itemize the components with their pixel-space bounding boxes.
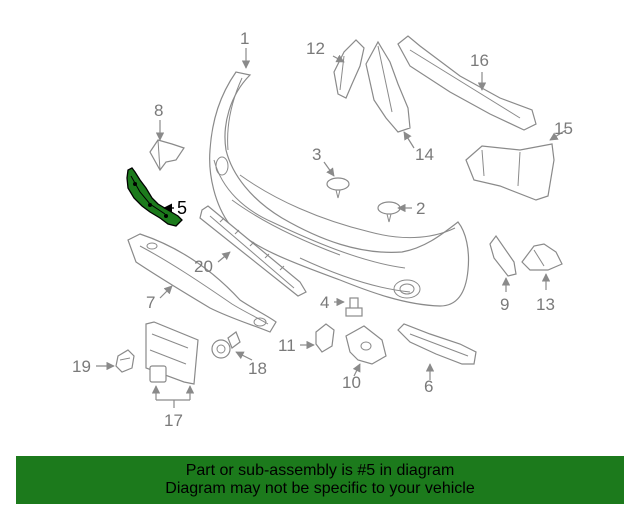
bolt-part-19[interactable] [115, 349, 135, 373]
bracket-part-11[interactable] [315, 323, 335, 353]
clip-part-2[interactable] [377, 201, 401, 223]
label-7: 7 [146, 293, 155, 312]
clip-part-3[interactable] [326, 177, 350, 199]
label-17: 17 [164, 411, 183, 430]
banner-line-1: Part or sub-assembly is #5 in diagram [185, 462, 455, 479]
label-4: 4 [320, 293, 329, 312]
bracket-part-8[interactable] [149, 139, 185, 172]
label-5-highlighted: 5 [177, 198, 187, 218]
bracket-part-9[interactable] [489, 234, 517, 277]
label-13: 13 [536, 295, 555, 314]
label-2: 2 [416, 199, 425, 218]
label-16: 16 [470, 51, 489, 70]
label-14: 14 [415, 145, 434, 164]
label-12: 12 [306, 39, 325, 58]
stay-part-14[interactable] [365, 40, 411, 133]
grille-strip[interactable] [199, 205, 307, 297]
parts-diagram: 1 12 16 8 15 14 3 2 5 20 7 4 11 10 6 18 … [72, 29, 573, 430]
label-6: 6 [424, 377, 433, 396]
bracket-part-12[interactable] [333, 39, 365, 99]
reinforcement-bar[interactable] [127, 233, 277, 333]
label-18: 18 [248, 359, 267, 378]
bracket-part-6[interactable] [397, 323, 477, 365]
leader-lines [96, 48, 567, 408]
label-1: 1 [240, 29, 249, 48]
label-3: 3 [312, 145, 321, 164]
bracket-part-5-highlighted[interactable] [126, 167, 183, 227]
corner-part-15[interactable] [465, 143, 555, 201]
label-15: 15 [554, 119, 573, 138]
license-plate-bracket-part-17[interactable] [145, 321, 199, 385]
bumper-fascia[interactable] [209, 71, 470, 307]
label-19: 19 [72, 357, 91, 376]
label-20: 20 [194, 257, 213, 276]
bracket-part-10[interactable] [345, 325, 387, 365]
info-banner: Part or sub-assembly is #5 in diagram Di… [16, 456, 624, 504]
absorber-part-16[interactable] [397, 35, 537, 131]
grommet-part-18[interactable] [211, 331, 241, 359]
label-8: 8 [154, 101, 163, 120]
label-9: 9 [500, 295, 509, 314]
bolt-part-4[interactable] [345, 297, 363, 317]
cover-part-13[interactable] [521, 243, 563, 271]
label-10: 10 [342, 373, 361, 392]
banner-line-2: Diagram may not be specific to your vehi… [165, 480, 475, 497]
label-11: 11 [278, 336, 296, 355]
